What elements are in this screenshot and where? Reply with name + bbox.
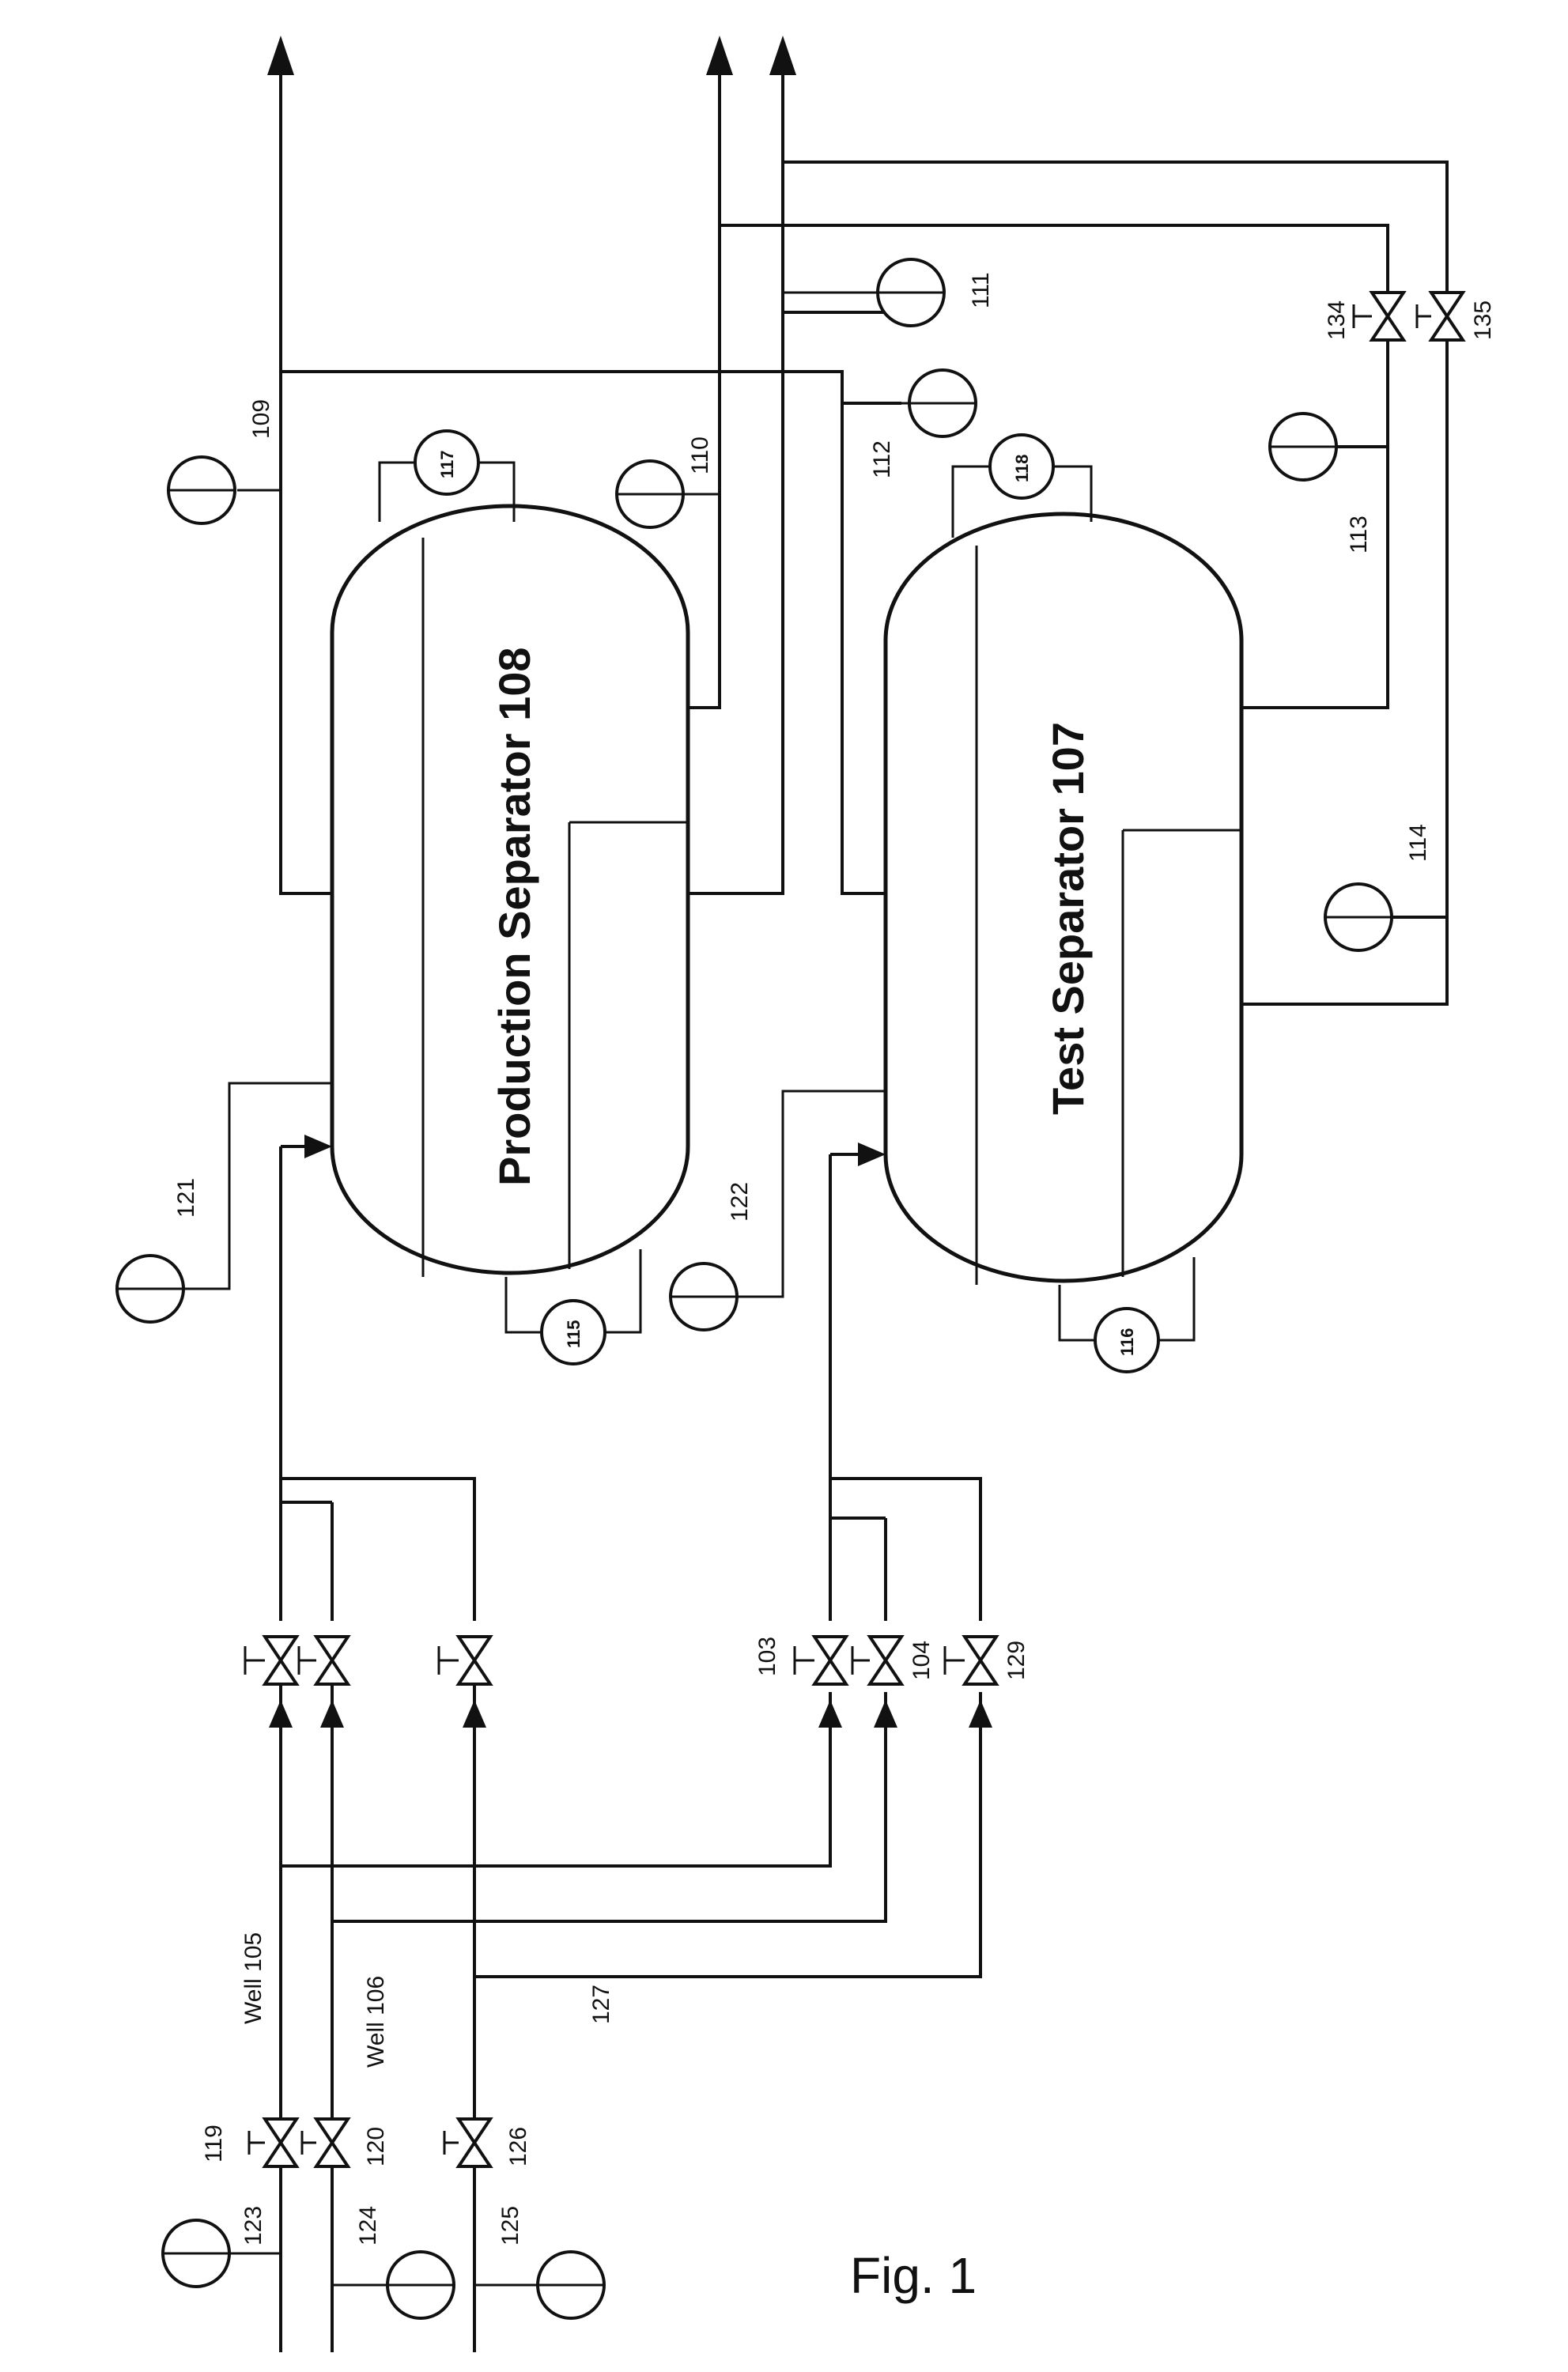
valve-135[interactable] [1417,293,1463,340]
label-well-105: Well 105 [240,1932,266,2024]
valve-119[interactable] [249,2119,297,2166]
valve-103[interactable] [795,1637,846,1684]
test-separator: Test Separator 107 [886,514,1241,1285]
label-124: 124 [355,2206,381,2245]
label-122: 122 [727,1182,753,1222]
label-114: 114 [1405,824,1431,862]
valve-manifold-prod-1[interactable] [245,1637,297,1684]
instrument-117-label: 117 [437,451,457,479]
instrument-112 [842,370,976,436]
label-well-106: Well 106 [363,1976,389,2068]
label-valve-120: 120 [363,2127,389,2166]
valve-manifold-prod-2[interactable] [299,1637,348,1684]
valve-134[interactable] [1354,293,1404,340]
label-110: 110 [687,436,713,474]
instrument-118-label: 118 [1012,455,1032,483]
production-separator-label: Production Separator 108 [489,647,539,1186]
instrument-115-label: 115 [564,1320,584,1349]
instrument-113 [1270,414,1388,480]
instrument-109 [168,457,281,523]
instrument-122 [671,1091,886,1330]
instrument-114 [1325,884,1447,950]
label-113: 113 [1346,516,1372,553]
label-valve-135: 135 [1470,300,1496,340]
label-valve-126: 126 [505,2127,531,2166]
valve-129[interactable] [945,1637,996,1684]
instrument-111 [783,259,944,326]
label-109: 109 [248,399,274,439]
well-lines [269,1135,992,2352]
instrument-124 [332,2252,454,2318]
label-valve-134: 134 [1324,300,1350,340]
instrument-121 [117,1083,332,1322]
label-valve-103: 103 [754,1637,780,1676]
label-111: 111 [968,272,994,308]
valve-126[interactable] [444,2119,490,2166]
label-121: 121 [173,1178,199,1218]
label-125: 125 [497,2206,523,2245]
label-valve-119: 119 [201,2125,227,2162]
instrument-125 [474,2252,604,2318]
figure-caption: Fig. 1 [850,2247,977,2304]
test-separator-label: Test Separator 107 [1043,722,1093,1115]
label-127: 127 [588,1985,614,2024]
valve-120[interactable] [302,2119,348,2166]
label-valve-129: 129 [1003,1641,1030,1680]
valve-104[interactable] [852,1637,901,1684]
instrument-116-label: 116 [1117,1328,1137,1357]
production-separator: Production Separator 108 [332,506,688,1277]
valve-manifold-prod-3[interactable] [439,1637,490,1684]
label-112: 112 [869,440,895,478]
label-valve-104: 104 [909,1641,935,1680]
label-123: 123 [240,2206,266,2245]
